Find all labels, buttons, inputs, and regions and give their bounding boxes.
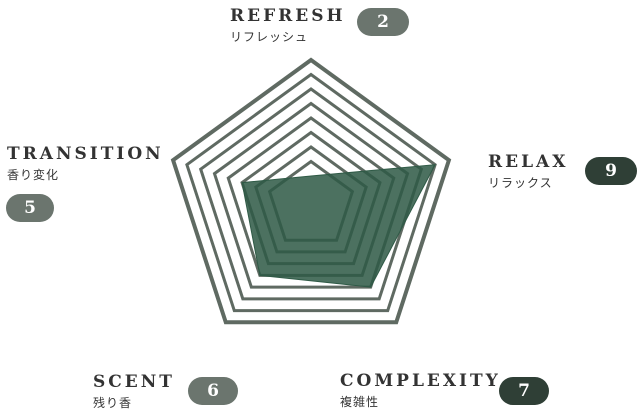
axis-title-relax: RELAX [488,152,569,172]
radar-series [241,164,436,288]
axis-subtitle-relax: リラックス [488,176,553,190]
axis-title-refresh: REFRESH [230,6,346,26]
axis-label-relax: RELAX リラックス [488,152,569,190]
score-badge-transition: 5 [6,194,54,222]
axis-subtitle-complexity: 複雑性 [340,395,380,409]
score-badge-complexity: 7 [499,377,549,405]
radar-grid-ring-10 [170,57,452,325]
axis-label-complexity: COMPLEXITY 複雑性 [340,371,501,409]
score-badge-scent: 6 [188,377,238,405]
radar-grid-ring-7 [212,101,410,289]
score-badge-relax: 9 [585,157,637,185]
axis-subtitle-transition: 香り変化 [7,168,60,182]
axis-title-scent: SCENT [93,372,175,392]
radar-grid-ring-9 [185,72,437,313]
axis-subtitle-refresh: リフレッシュ [230,30,309,44]
axis-label-transition: TRANSITION 香り変化 [7,144,164,182]
axis-subtitle-scent: 残り香 [93,396,133,410]
axis-title-transition: TRANSITION [7,144,164,164]
axis-title-complexity: COMPLEXITY [340,371,501,391]
radar-series-area [241,164,436,288]
radar-grid-ring-8 [198,87,424,301]
score-badge-refresh: 2 [357,8,409,36]
axis-label-scent: SCENT 残り香 [93,372,175,410]
axis-label-refresh: REFRESH リフレッシュ [230,6,346,44]
